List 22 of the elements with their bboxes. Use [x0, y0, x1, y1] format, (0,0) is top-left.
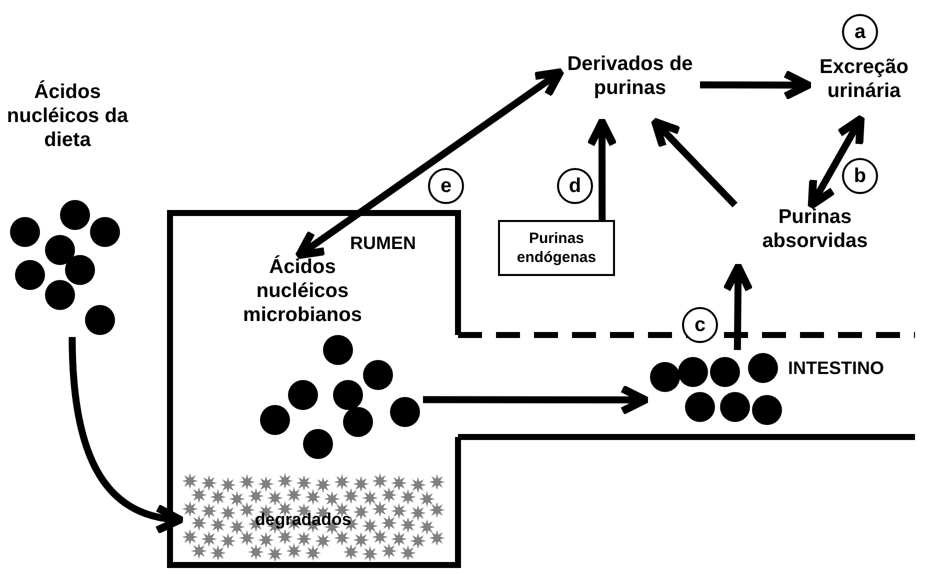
- region-label: INTESTINO: [788, 357, 884, 380]
- callout-letter: e: [428, 168, 464, 204]
- node-text: Excreção urinária: [808, 55, 920, 119]
- callout-letter: a: [842, 14, 878, 50]
- node-text: Ácidos nucléicos da dieta: [5, 80, 130, 180]
- arrow: [651, 118, 738, 208]
- arrow: [68, 336, 184, 533]
- arrow: [700, 70, 812, 100]
- callout-letter: d: [557, 168, 593, 204]
- process-box: Purinas endógenas: [498, 220, 615, 276]
- arrow: [808, 115, 865, 209]
- callout-letter: b: [842, 158, 878, 194]
- node-text: Ácidos nucléicos microbianos: [225, 255, 380, 327]
- arrow: [722, 263, 754, 350]
- node-text: Derivados de purinas: [560, 52, 700, 122]
- node-text: Purinas absorvidas: [735, 205, 895, 267]
- arrow: [423, 384, 649, 415]
- callout-letter: c: [682, 307, 718, 343]
- node-text: degradados: [255, 510, 352, 530]
- node-text: RUMEN: [350, 232, 416, 254]
- arrow: [295, 68, 564, 259]
- arrow: [586, 118, 618, 220]
